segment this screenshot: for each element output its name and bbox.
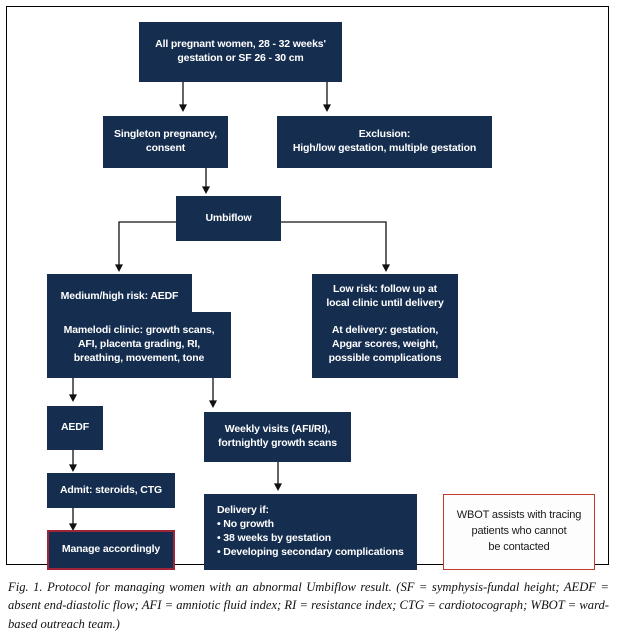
node-wbot-callout[interactable]: WBOT assists with tracing patients who c… (443, 494, 595, 570)
node-delivery-if[interactable]: Delivery if: • No growth • 38 weeks by g… (204, 494, 417, 570)
node-wbot-line-2: patients who cannot (471, 525, 567, 538)
node-at-delivery-line-1: At delivery: gestation, (331, 324, 439, 337)
node-medium-high-risk-line-1: Medium/high risk: AEDF (60, 290, 179, 303)
node-low-risk-line-1: Low risk: follow up at (332, 283, 438, 296)
node-singleton-pregnancy[interactable]: Singleton pregnancy, consent (103, 116, 228, 168)
node-at-delivery-line-2: Apgar scores, weight, (332, 338, 438, 351)
node-at-delivery[interactable]: At delivery: gestation, Apgar scores, we… (312, 312, 458, 378)
node-manage-line-1: Manage accordingly (61, 543, 161, 556)
node-weekly-visits-line-1: Weekly visits (AFI/RI), (224, 423, 331, 436)
node-mamelodi-clinic[interactable]: Mamelodi clinic: growth scans, AFI, plac… (47, 312, 231, 378)
node-mamelodi-line-2: AFI, placenta grading, RI, (77, 338, 201, 351)
figure-caption: Fig. 1. Protocol for managing women with… (8, 580, 609, 631)
node-wbot-line-3: be contacted (488, 540, 550, 553)
node-aedf-line-1: AEDF (61, 421, 89, 434)
node-population-line-1: All pregnant women, 28 - 32 weeks' (155, 38, 326, 51)
node-mamelodi-line-1: Mamelodi clinic: growth scans, (63, 324, 215, 337)
node-delivery-if-line-3: • 38 weeks by gestation (217, 532, 332, 544)
node-singleton-line-1: Singleton pregnancy, (114, 128, 217, 141)
node-exclusion-line-2: High/low gestation, multiple gestation (292, 142, 477, 154)
node-population[interactable]: All pregnant women, 28 - 32 weeks' gesta… (139, 22, 342, 82)
node-mamelodi-line-3: breathing, movement, tone (73, 351, 205, 364)
node-delivery-if-line-4: • Developing secondary complications (217, 545, 404, 558)
node-low-risk-line-2: local clinic until delivery (326, 297, 444, 309)
node-umbiflow-line-1: Umbiflow (205, 211, 252, 224)
node-admit-steroids[interactable]: Admit: steroids, CTG (47, 473, 175, 508)
node-wbot-line-1: WBOT assists with tracing (456, 509, 582, 522)
node-weekly-visits[interactable]: Weekly visits (AFI/RI), fortnightly grow… (204, 412, 351, 462)
node-exclusion-line-1: Exclusion: (358, 128, 411, 141)
node-delivery-if-line-2: • No growth (217, 518, 274, 531)
node-umbiflow[interactable]: Umbiflow (176, 196, 281, 241)
node-manage-accordingly[interactable]: Manage accordingly (47, 530, 175, 570)
node-exclusion[interactable]: Exclusion: High/low gestation, multiple … (277, 116, 492, 168)
node-weekly-visits-line-2: fortnightly growth scans (218, 437, 337, 449)
node-aedf[interactable]: AEDF (47, 406, 103, 450)
node-singleton-line-2: consent (145, 142, 186, 154)
node-population-line-2: gestation or SF 26 - 30 cm (177, 52, 304, 64)
node-at-delivery-line-3: possible complications (328, 351, 442, 364)
node-admit-line-1: Admit: steroids, CTG (59, 483, 162, 496)
node-delivery-if-line-1: Delivery if: (217, 504, 269, 517)
figure-canvas: All pregnant women, 28 - 32 weeks' gesta… (6, 6, 609, 570)
